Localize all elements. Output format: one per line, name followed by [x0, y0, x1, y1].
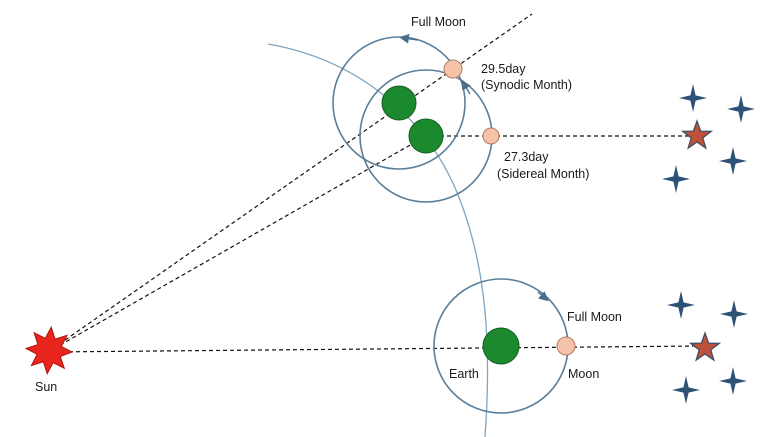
sun-label: Sun [35, 380, 57, 394]
small-star-icon [667, 291, 695, 319]
orbit-direction-arrow-bottom [537, 291, 549, 302]
orbit-direction-arrow-top-1 [399, 33, 419, 44]
sidereal-month-label: (Sidereal Month) [497, 167, 589, 181]
moon-sidereal-position [482, 127, 500, 145]
full-moon-label-top: Full Moon [411, 15, 466, 29]
moon-start-position [556, 336, 576, 356]
earth-synodic-position [381, 85, 417, 121]
small-star-icon [727, 95, 755, 123]
moon-synodic-position [443, 59, 463, 79]
small-star-icon [679, 84, 707, 112]
full-moon-label-bottom: Full Moon [567, 310, 622, 324]
synodic-month-label: (Synodic Month) [481, 78, 572, 92]
earth-start-position [482, 327, 520, 365]
sun-icon [24, 325, 74, 375]
sun-to-earth-line [47, 345, 701, 353]
synodic-days-label: 29.5day [481, 62, 526, 76]
orbit-direction-arrow-top-2 [461, 79, 471, 95]
small-star-icon [719, 147, 747, 175]
moon-orbit-synodic [332, 36, 466, 170]
small-star-icon [719, 367, 747, 395]
earth-label: Earth [449, 367, 479, 381]
small-star-icon [720, 300, 748, 328]
moon-label: Moon [568, 367, 599, 381]
sun-to-sidereal-earth-line [47, 135, 427, 353]
distant-star-icon-bottom [688, 331, 722, 362]
sidereal-days-label: 27.3day [504, 150, 549, 164]
earth-sidereal-position [408, 118, 444, 154]
distant-star-icon-top [680, 119, 714, 150]
small-star-icon [672, 376, 700, 404]
small-star-icon [662, 165, 690, 193]
